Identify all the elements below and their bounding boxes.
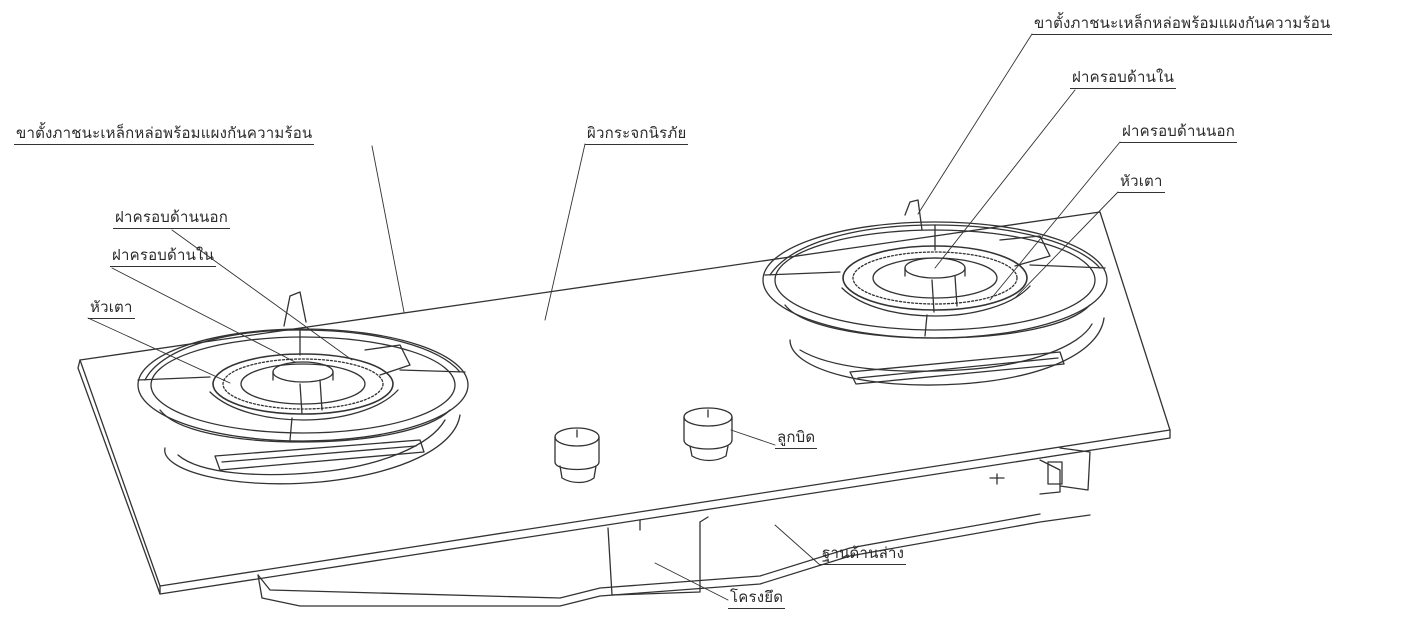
label-glass-top: ผิวกระจกนิรภัย <box>585 124 689 145</box>
leader-left-outer-cap <box>171 229 353 361</box>
leader-base <box>774 524 821 566</box>
leader-lines <box>87 33 1121 601</box>
leader-right-inner-cap <box>934 89 1076 269</box>
label-right-burner: หัวเตา <box>1118 172 1165 193</box>
base-tray <box>257 447 1091 607</box>
label-left-inner-cap: ฝาครอบด้านใน <box>110 246 217 267</box>
leader-right-outer-cap <box>989 141 1121 301</box>
right-burner <box>762 199 1108 386</box>
glass-top-plate <box>77 211 1171 595</box>
control-knobs <box>554 407 733 484</box>
leader-left-burner <box>87 317 231 384</box>
label-base: ฐานด้านล่าง <box>820 544 907 565</box>
leader-right-burner <box>1014 191 1119 299</box>
left-burner <box>137 291 469 485</box>
label-left-pan-support: ขาตั้งภาชนะเหล็กหล่อพร้อมแผงกันความร้อน <box>14 124 315 145</box>
label-knob: ลูกบิด <box>775 428 818 449</box>
label-left-outer-cap: ฝาครอบด้านนอก <box>113 208 230 229</box>
leader-left-inner-cap <box>111 267 296 363</box>
label-right-inner-cap: ฝาครอบด้านใน <box>1070 68 1177 89</box>
knob-left <box>554 427 600 484</box>
leader-right-support <box>917 33 1033 215</box>
leader-knob <box>730 429 776 446</box>
label-left-burner: หัวเตา <box>88 298 135 319</box>
leader-frame <box>654 562 729 601</box>
knob-right <box>683 407 733 462</box>
support-frame <box>607 516 709 596</box>
label-frame: โครงยึด <box>728 588 786 609</box>
label-right-pan-support: ขาตั้งภาชนะเหล็กหล่อพร้อมแผงกันความร้อน <box>1032 14 1333 35</box>
leader-left-support <box>371 145 405 313</box>
label-right-outer-cap: ฝาครอบด้านนอก <box>1120 122 1237 143</box>
leader-glass-top <box>544 143 586 321</box>
